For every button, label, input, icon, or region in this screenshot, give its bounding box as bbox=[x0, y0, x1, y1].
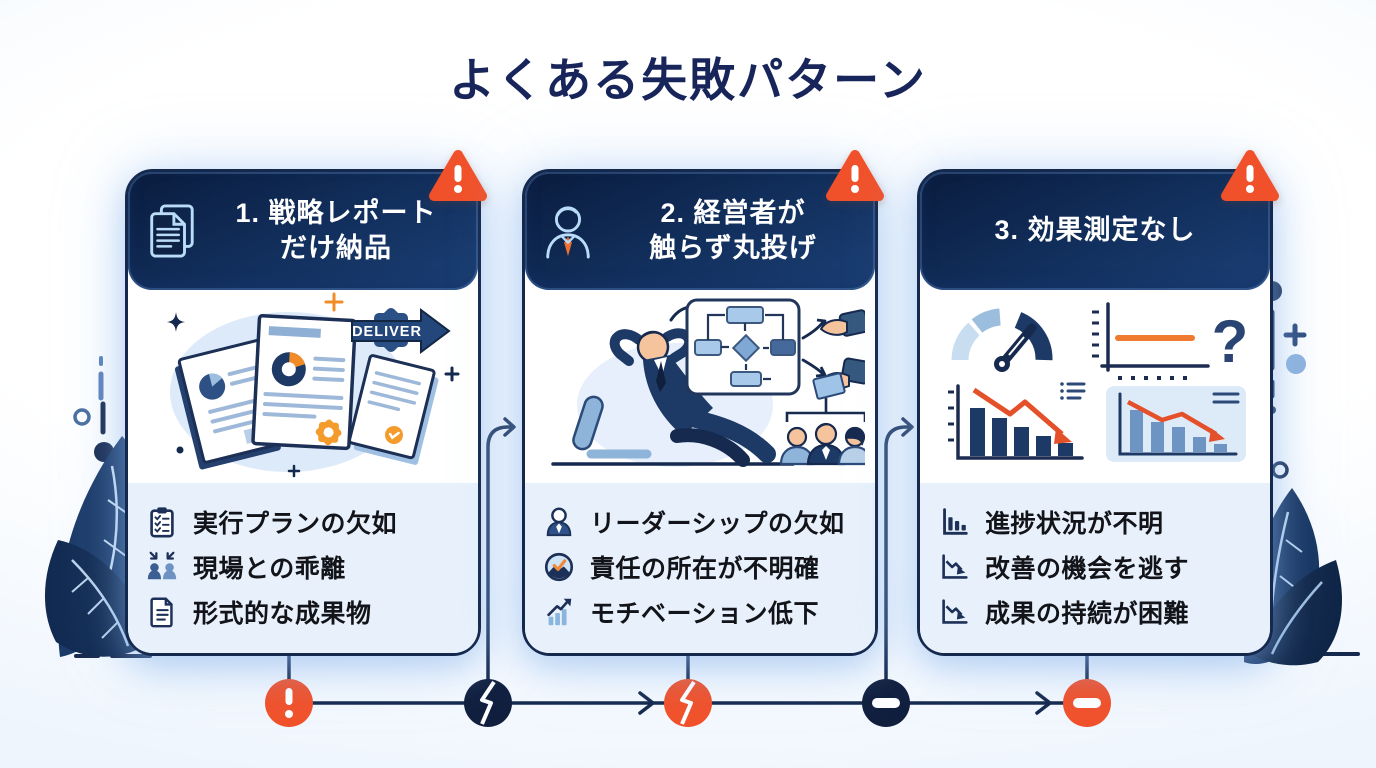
card-title: 2. 経営者が 触らず丸投げ bbox=[607, 196, 859, 266]
bullet-label: 成果の持続が困難 bbox=[985, 600, 1190, 628]
bullet-item: 責任の所在が不明確 bbox=[541, 549, 859, 585]
sparkle-icon bbox=[324, 292, 344, 312]
hands-off-illustration bbox=[525, 290, 875, 480]
gear-icon bbox=[315, 419, 342, 446]
plus-icon bbox=[287, 464, 301, 478]
team-icon bbox=[779, 398, 865, 466]
deliver-banner: DELIVER bbox=[351, 308, 451, 354]
warning-triangle-icon bbox=[826, 150, 884, 201]
documents-icon bbox=[150, 204, 194, 258]
declining-bar-chart-icon bbox=[948, 382, 1086, 460]
bullet-label: 改善の機会を逃す bbox=[985, 555, 1190, 583]
bullet-label: 進捗状況が不明 bbox=[985, 510, 1164, 538]
arrow-to-card3 bbox=[884, 425, 911, 682]
sparkle-icon bbox=[49, 588, 75, 617]
card-strategy-report: 1. 戦略レポート だけ納品 bbox=[125, 150, 487, 656]
businessman-icon bbox=[546, 206, 590, 259]
checklist-icon bbox=[144, 504, 180, 540]
bullet-item: 現場との乖離 bbox=[144, 549, 462, 585]
bullet-item: 成果の持続が困難 bbox=[936, 594, 1254, 630]
gauge-icon bbox=[951, 306, 1053, 372]
hand-icon bbox=[812, 357, 865, 400]
card-header: 2. 経営者が 触らず丸投げ bbox=[525, 172, 875, 290]
card-title-line1: 2. 経営者が bbox=[660, 197, 806, 228]
decline-chart-icon bbox=[936, 549, 972, 585]
arrow-to-card2 bbox=[486, 425, 513, 682]
bullet-label: リーダーシップの欠如 bbox=[590, 510, 845, 538]
declining-bar-panel-icon bbox=[1106, 386, 1246, 462]
document-icon bbox=[144, 594, 180, 630]
question-mark: ? bbox=[1212, 308, 1249, 375]
bullet-label: 形式的な成果物 bbox=[193, 600, 372, 628]
strategy-report-illustration: DELIVER bbox=[128, 290, 478, 480]
card-title-line2: 触らず丸投げ bbox=[649, 233, 817, 263]
warning-triangle-icon bbox=[1221, 150, 1279, 201]
bullet-item: 形式的な成果物 bbox=[144, 594, 462, 630]
minus-node-orange-icon bbox=[1063, 679, 1111, 727]
decline-chart-icon bbox=[936, 594, 972, 630]
warning-triangle-icon bbox=[429, 150, 487, 201]
bullet-panel: 実行プランの欠如 現場との乖離 bbox=[128, 483, 478, 653]
bullet-label: 現場との乖離 bbox=[193, 555, 346, 583]
card-title-line1: 3. 効果測定なし bbox=[994, 215, 1196, 246]
card-title-line1: 1. 戦略レポート bbox=[235, 197, 437, 228]
report-page-icon bbox=[251, 314, 358, 451]
bullet-panel: リーダーシップの欠如 責任の所在が不明確 bbox=[525, 483, 875, 653]
flowchart-icon bbox=[685, 298, 801, 396]
person-icon bbox=[541, 504, 577, 540]
bullet-item: リーダーシップの欠如 bbox=[541, 504, 859, 540]
bullet-item: 改善の機会を逃す bbox=[936, 549, 1254, 585]
card-hands-off-management: 2. 経営者が 触らず丸投げ bbox=[522, 150, 884, 656]
deliver-banner-label: DELIVER bbox=[352, 324, 422, 340]
responsibility-check-icon bbox=[541, 549, 577, 585]
bullet-label: 責任の所在が不明確 bbox=[590, 555, 820, 583]
plus-icon bbox=[1283, 323, 1307, 347]
bullet-item: 実行プランの欠如 bbox=[144, 504, 462, 540]
card-no-measurement: 3. 効果測定なし bbox=[917, 150, 1279, 656]
right-ornaments bbox=[1262, 281, 1360, 656]
flat-line-chart-icon: ? bbox=[1092, 302, 1249, 380]
sparkle-icon bbox=[167, 312, 185, 332]
hand-icon bbox=[819, 309, 865, 337]
exclamation-node-icon bbox=[265, 679, 313, 727]
bar-chart-icon bbox=[936, 504, 972, 540]
no-measurement-illustration: ? bbox=[920, 290, 1270, 480]
report-page-icon bbox=[348, 354, 439, 465]
card-title-line2: だけ納品 bbox=[280, 233, 392, 263]
bullet-label: モチベーション低下 bbox=[590, 600, 820, 628]
bullet-label: 実行プランの欠如 bbox=[193, 510, 398, 538]
card-title: 3. 効果測定なし bbox=[994, 213, 1195, 248]
card-title: 1. 戦略レポート だけ納品 bbox=[210, 196, 462, 266]
break-node-dark-icon bbox=[464, 679, 512, 727]
bullet-panel: 進捗状況が不明 改善の機会を逃す bbox=[920, 483, 1270, 653]
plus-icon bbox=[444, 366, 460, 382]
card-header: 3. 効果測定なし bbox=[920, 172, 1270, 290]
bullet-item: 進捗状況が不明 bbox=[936, 504, 1254, 540]
chart-up-icon bbox=[541, 594, 577, 630]
page-title: よくある失敗パターン bbox=[449, 54, 927, 106]
chair-icon bbox=[572, 395, 604, 451]
minus-node-dark-icon bbox=[862, 679, 910, 727]
break-node-orange-icon bbox=[664, 679, 712, 727]
card-header: 1. 戦略レポート だけ納品 bbox=[128, 172, 478, 290]
bullet-item: モチベーション低下 bbox=[541, 594, 859, 630]
people-divergence-icon bbox=[144, 549, 180, 585]
